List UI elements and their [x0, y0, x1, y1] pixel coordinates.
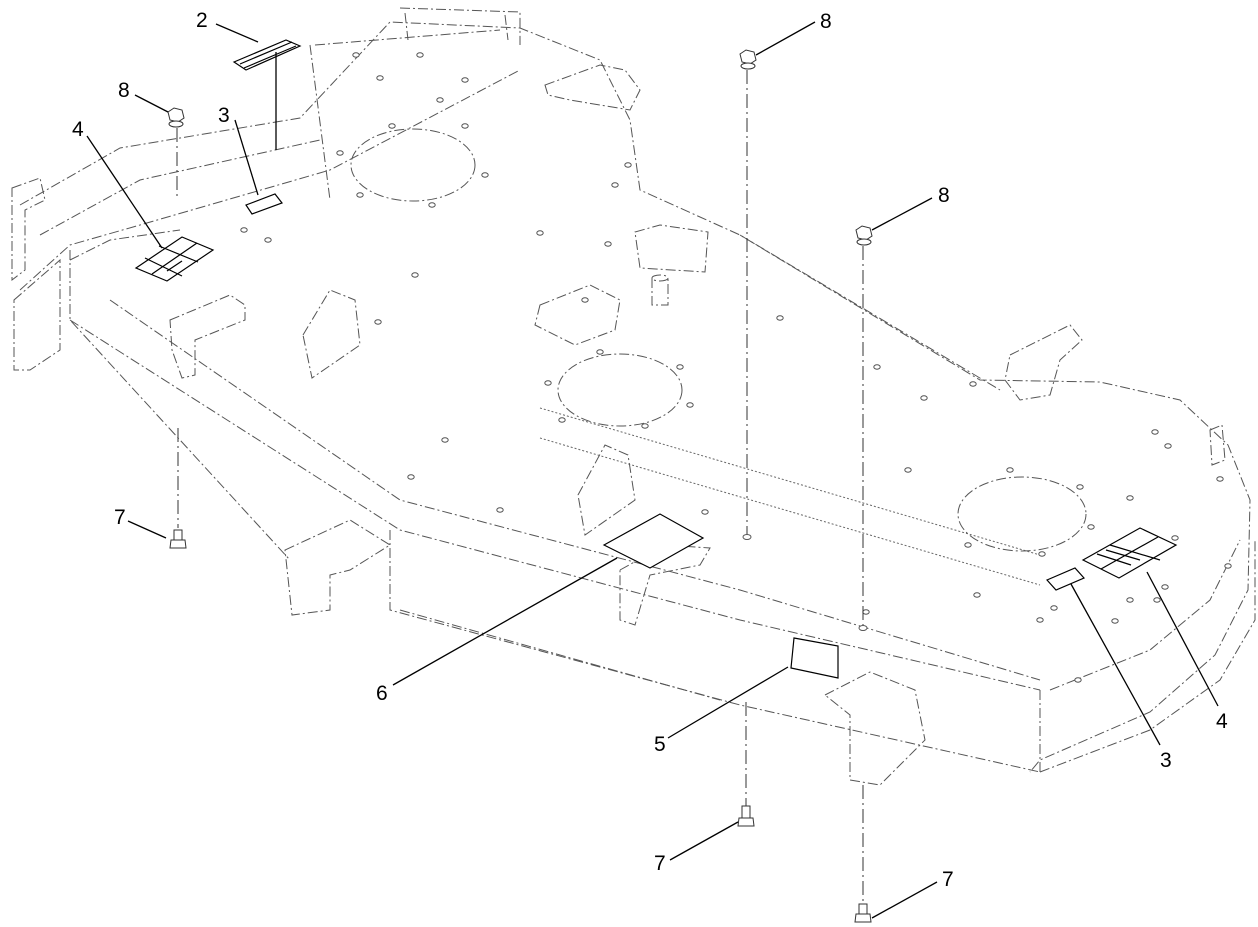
mounting-hole: [624, 162, 632, 168]
mounting-hole: [536, 230, 544, 236]
mounting-hole: [1151, 429, 1159, 435]
mounting-hole: [1224, 563, 1232, 569]
mounting-hole: [336, 150, 344, 156]
callout-8-right: 8: [938, 184, 950, 207]
mounting-hole: [686, 402, 694, 408]
decal-6: [602, 513, 705, 569]
mounting-hole: [701, 509, 709, 515]
mounting-hole: [973, 592, 981, 598]
bolt-7-left: [169, 428, 187, 549]
mounting-hole: [428, 202, 436, 208]
mounting-hole: [1036, 617, 1044, 623]
mounting-hole: [374, 319, 382, 325]
callout-7-right: 7: [942, 868, 954, 891]
decal-2: [232, 39, 302, 71]
mounting-hole: [441, 437, 449, 443]
mounting-hole: [461, 123, 469, 129]
mounting-hole: [407, 474, 415, 480]
callout-4-right: 4: [1216, 710, 1228, 733]
mounting-hole: [1126, 495, 1134, 501]
callout-8-center: 8: [820, 10, 832, 33]
pivot-block: [634, 224, 709, 306]
callout-7-left: 7: [114, 506, 126, 529]
mounting-hole: [1087, 524, 1095, 530]
mounting-hole: [376, 75, 384, 81]
mounting-hole: [969, 381, 977, 387]
mounting-hole: [611, 182, 619, 188]
mounting-hole: [904, 467, 912, 473]
mounting-hole: [676, 364, 684, 370]
callout-2: 2: [196, 9, 208, 32]
mounting-hole: [641, 423, 649, 429]
mounting-hole: [776, 315, 784, 321]
callout-6: 6: [376, 682, 388, 705]
mounting-hole: [1171, 535, 1179, 541]
mounting-hole: [1161, 584, 1169, 590]
nut-8-right: [855, 225, 873, 631]
mounting-hole: [1111, 618, 1119, 624]
mounting-hole: [1164, 443, 1172, 449]
brackets: [11, 7, 1226, 786]
nut-8-left: [167, 107, 185, 200]
mounting-hole: [481, 172, 489, 178]
nut-8-center: [739, 49, 757, 540]
mounting-hole: [1153, 597, 1161, 603]
mounting-hole: [544, 380, 552, 386]
decal-5: [790, 637, 839, 679]
mounting-holes: [240, 52, 1232, 683]
callout-8-left: 8: [118, 79, 130, 102]
mounting-hole: [461, 77, 469, 83]
mounting-hole: [1126, 597, 1134, 603]
mounting-hole: [436, 97, 444, 103]
callout-3-left: 3: [218, 104, 230, 127]
bolt-7-center: [737, 702, 755, 827]
decal-3-right: [1045, 567, 1086, 591]
decal-4-left: [134, 236, 215, 282]
mounting-hole: [496, 507, 504, 513]
mounting-hole: [581, 297, 589, 303]
mounting-hole: [416, 52, 424, 58]
mounting-hole: [1076, 484, 1084, 490]
mounting-hole: [558, 417, 566, 423]
callout-3-right: 3: [1160, 749, 1172, 772]
mounting-hole: [604, 241, 612, 247]
mounting-hole: [964, 542, 972, 548]
mounting-hole: [240, 227, 248, 233]
callout-5: 5: [654, 733, 666, 756]
mounting-hole: [264, 237, 272, 243]
mounting-hole: [596, 349, 604, 355]
mounting-hole: [1216, 476, 1224, 482]
mounting-hole: [388, 123, 396, 129]
mounting-hole: [356, 192, 364, 198]
mounting-hole: [1074, 677, 1082, 683]
mounting-hole: [352, 52, 360, 58]
callout-labels: 2 8 3 4 8 8 7 6 5 3 4 7 7: [72, 9, 1228, 891]
mounting-hole: [1050, 605, 1058, 611]
callout-4-left: 4: [72, 118, 84, 141]
leader-lines: [86, 21, 1219, 919]
mounting-hole: [862, 609, 870, 615]
mounting-hole: [920, 395, 928, 401]
decal-4-right: [1081, 527, 1178, 579]
mounting-hole: [873, 364, 881, 370]
mounting-hole: [1006, 467, 1014, 473]
mower-deck-housing: [19, 21, 1256, 773]
decal-3-left: [245, 193, 283, 215]
bolt-7-right: [854, 785, 872, 923]
mounting-hole: [1038, 551, 1046, 557]
callout-7-center: 7: [654, 852, 666, 875]
mounting-hole: [411, 272, 419, 278]
spindle-openings: [350, 128, 1087, 552]
